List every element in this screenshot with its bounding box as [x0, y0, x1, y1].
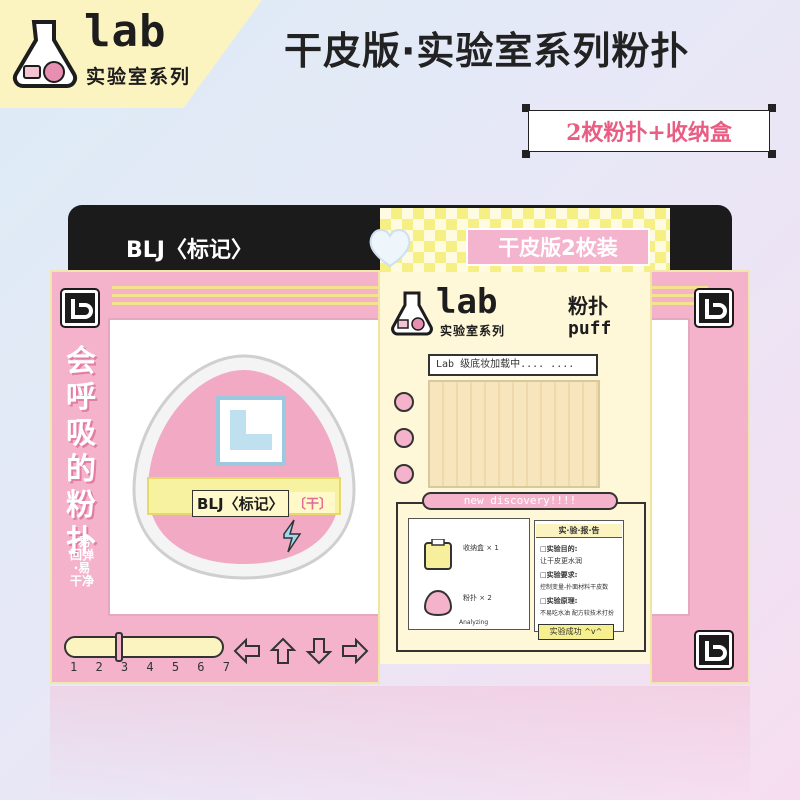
report-a3: 不易吃水油 配方较技术打扮 — [540, 610, 614, 617]
slider-tick-label: 5 — [171, 660, 180, 674]
pack-label: 干皮版2枚装 — [466, 228, 650, 266]
arrow-right-icon[interactable] — [340, 636, 370, 666]
report-q2: □实验要求: — [540, 571, 578, 579]
product-name-cn: 粉扑 — [568, 294, 608, 318]
indicator-dot — [394, 428, 414, 448]
puff-tag: 〔干〕 — [290, 492, 336, 513]
vertical-subslogan: ·易回弹·易干净 — [69, 535, 94, 588]
report-card — [534, 520, 624, 632]
bd-badge-icon — [62, 290, 98, 326]
product-tray — [428, 380, 600, 488]
subtitle-text: 2枚粉扑+收纳盒 — [528, 110, 770, 152]
puff-label: BLJ〈标记〉 — [192, 490, 289, 517]
loading-bar: Lab 级底妆加载中.... .... — [428, 354, 598, 376]
slider-tick-label: 3 — [120, 660, 129, 674]
slider-tick-label: 2 — [95, 660, 103, 674]
storage-box-icon — [424, 539, 452, 570]
arrow-down-icon[interactable] — [304, 636, 334, 666]
indicator-dot — [394, 464, 414, 484]
box-reflection — [50, 686, 750, 800]
panel-wordmark: lab — [436, 282, 498, 322]
logo-series-label: 实验室系列 — [86, 66, 192, 88]
report-diagram: 收纳盒 × 1 粉扑 × 2 Analyzing — [408, 518, 530, 630]
success-badge: 实验成功 ^v^ — [538, 624, 614, 640]
report-a1: 让干皮更水润 — [540, 557, 582, 565]
arrow-up-icon[interactable] — [268, 636, 298, 666]
bd-badge-icon — [696, 290, 732, 326]
logo-wordmark: lab — [84, 6, 167, 57]
vertical-slogan: 会呼吸的粉扑 — [66, 344, 96, 559]
slider-tick-label: 1 — [70, 660, 78, 674]
product-name-en: puff — [568, 318, 612, 339]
panel-series-label: 实验室系列 — [440, 324, 506, 338]
report-q3: □实验原理: — [540, 597, 578, 605]
puff-product-image — [132, 354, 356, 580]
bd-badge-icon — [696, 632, 732, 668]
report-item-1: 收纳盒 × 1 — [463, 544, 499, 552]
slider-handle[interactable] — [114, 632, 123, 662]
arrow-left-icon[interactable] — [232, 636, 262, 666]
page-title: 干皮版·实验室系列粉扑 — [284, 29, 690, 73]
subtitle-box: 2枚粉扑+收纳盒 — [522, 104, 776, 158]
puff-icon — [423, 589, 453, 617]
heart-icon — [369, 229, 411, 268]
flask-logo-icon — [12, 20, 78, 89]
discovery-banner: new discovery!!!! — [422, 492, 618, 510]
indicator-dot — [394, 392, 414, 412]
report-q1: □实验目的: — [540, 545, 578, 553]
report-a2: 控制变量-扑面材料干皮数 — [540, 584, 609, 591]
display-window-right — [650, 318, 690, 616]
slider-scale: 1 2 3 4 5 6 7 — [70, 660, 230, 674]
slider-tick-label: 4 — [146, 660, 154, 674]
slider-tick-label: 7 — [222, 660, 230, 674]
flask-icon — [391, 291, 433, 336]
brand-tag: BLJ〈标记〉 — [126, 238, 253, 263]
report-item-2: 粉扑 × 2 — [463, 594, 492, 602]
slider-tick-label: 6 — [197, 660, 205, 674]
arrow-keys — [232, 636, 370, 666]
report-title: 实·验·报·告 — [536, 524, 622, 538]
report-footnote: Analyzing — [459, 619, 489, 626]
intensity-slider[interactable] — [64, 632, 224, 662]
